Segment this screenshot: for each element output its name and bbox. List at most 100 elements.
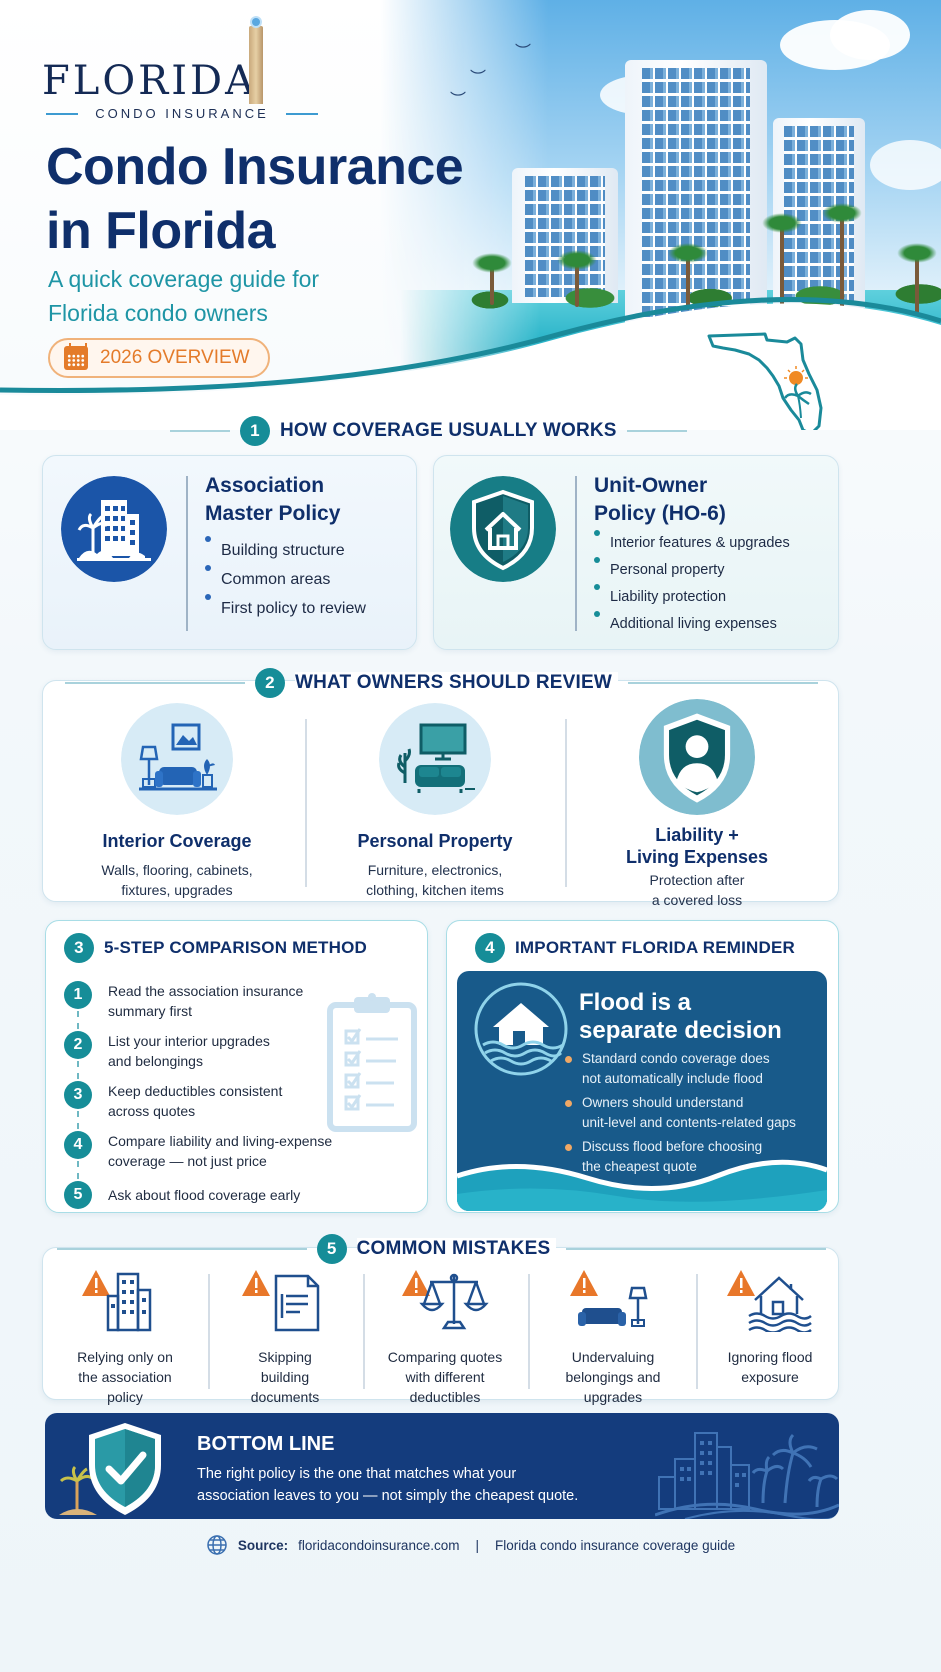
palm-tree-icon	[897, 243, 937, 315]
bullet-line-1: Standard condo coverage does	[582, 1051, 770, 1066]
card-divider	[186, 476, 188, 631]
header-rule	[56, 1248, 307, 1250]
palm-tree-icon	[762, 213, 802, 315]
source-link[interactable]: floridacondoinsurance.com	[298, 1537, 460, 1553]
header-rule	[64, 682, 245, 684]
logo-tagline: CONDO INSURANCE	[42, 106, 322, 121]
hero-banner: ︶ ︶ ︶ FLORIDA CONDO INSURANCE Condo Insu…	[0, 0, 941, 430]
condo-building-icon	[61, 476, 167, 582]
warning-document-icon	[242, 1270, 320, 1332]
bottom-line-text: The right policy is the one that matches…	[197, 1463, 637, 1507]
card-title-line-2: Policy (HO-6)	[594, 502, 726, 525]
bottom-line-title: BOTTOM LINE	[197, 1433, 335, 1455]
section-title: 5-STEP COMPARISON METHOD	[104, 938, 367, 957]
section-2-header: 2 WHAT OWNERS SHOULD REVIEW	[43, 668, 840, 698]
brand-logo[interactable]: FLORIDA CONDO INSURANCE	[42, 14, 322, 121]
flood-callout: Flood is a separate decision Standard co…	[457, 971, 827, 1211]
card-divider	[575, 476, 577, 631]
column-divider	[696, 1274, 698, 1389]
globe-icon	[207, 1535, 227, 1555]
bullet-item: Liability protection	[592, 584, 790, 611]
review-item-title: Liability + Living Expenses	[567, 824, 827, 868]
step-line-1: Keep deductibles consistent	[108, 1083, 283, 1099]
review-item-liability: Liability + Living Expenses Protection a…	[567, 699, 827, 910]
subtitle-line-1: A quick coverage guide for	[48, 266, 320, 292]
association-master-policy-card: Association Master Policy Building struc…	[42, 455, 417, 650]
badge-label: 2026 OVERVIEW	[100, 347, 250, 368]
line: Comparing quotes	[387, 1349, 503, 1365]
florida-reminder-card: 4 IMPORTANT FLORIDA REMINDER Flood is a …	[446, 920, 839, 1213]
section-title: HOW COVERAGE USUALLY WORKS	[280, 420, 617, 441]
step-connector	[77, 1011, 79, 1029]
line: documents	[250, 1389, 320, 1405]
bullet-line-2: unit-level and contents-related gaps	[582, 1115, 796, 1130]
bottom-line-banner: BOTTOM LINE The right policy is the one …	[45, 1413, 839, 1519]
comparison-method-card: 3 5-STEP COMPARISON METHOD 1 Read the as…	[45, 920, 428, 1213]
card-title: Association Master Policy	[205, 472, 340, 528]
review-item-desc: Protection after a covered loss	[567, 870, 827, 910]
section-number-badge: 2	[254, 668, 285, 698]
unit-owner-policy-card: Unit-Owner Policy (HO-6) Interior featur…	[433, 455, 839, 650]
column-divider	[565, 719, 567, 887]
desc-line-2: fixtures, upgrades	[121, 882, 233, 898]
palm-tree-icon	[668, 243, 708, 310]
step-line-1: List your interior upgrades	[108, 1033, 270, 1049]
bird-icon: ︶	[470, 70, 487, 87]
header-rule	[626, 430, 687, 432]
step-number: 3	[64, 1081, 92, 1109]
review-item-personal-property: Personal Property Furniture, electronics…	[305, 703, 565, 900]
section-number-badge: 4	[475, 933, 505, 963]
calendar-icon	[64, 343, 88, 370]
header-rule	[566, 1248, 827, 1250]
section-title: IMPORTANT FLORIDA REMINDER	[515, 938, 796, 957]
step-line-2: coverage — not just price	[108, 1153, 267, 1169]
water-wave-decoration	[457, 1159, 827, 1211]
owners-review-card: 2 WHAT OWNERS SHOULD REVIEW Interior Cov…	[42, 668, 839, 908]
bullet-item: Common areas	[203, 565, 366, 594]
desc-line-1: Walls, flooring, cabinets,	[101, 862, 253, 878]
card-title: Unit-Owner Policy (HO-6)	[594, 472, 726, 528]
section-4-header: 4 IMPORTANT FLORIDA REMINDER	[475, 933, 795, 963]
section-5-header: 5 COMMON MISTAKES	[43, 1234, 840, 1264]
step-item: 3 Keep deductibles consistent across quot…	[64, 1081, 358, 1129]
page-title: Condo Insurance in Florida	[46, 135, 566, 263]
line: exposure	[741, 1369, 799, 1385]
logo-wordmark: FLORIDA	[42, 58, 257, 104]
desc-line-2: a covered loss	[651, 892, 743, 908]
line: Undervaluing	[571, 1349, 655, 1365]
header-rule	[170, 430, 230, 432]
bullet-line-2: the cheapest quote	[582, 1159, 697, 1174]
review-item-title: Personal Property	[357, 831, 513, 851]
clipboard-checklist-icon	[327, 993, 417, 1132]
palm-tree-icon	[472, 253, 512, 305]
shield-person-icon	[639, 699, 755, 815]
step-line-1: Compare liability and living-expense	[108, 1133, 333, 1149]
bird-icon: ︶	[515, 44, 532, 61]
city-skyline-icon	[655, 1432, 839, 1519]
step-text: Ask about flood coverage early	[108, 1187, 301, 1203]
warning-building-icon	[82, 1270, 152, 1332]
bullet-item: Building structure	[203, 536, 366, 565]
step-connector	[77, 1161, 79, 1179]
step-number: 1	[64, 981, 92, 1009]
header-rule	[628, 682, 819, 684]
column-divider	[305, 719, 307, 887]
card-title-line-1: Association	[205, 474, 325, 497]
line: Skipping	[258, 1349, 312, 1365]
warning-scale-icon	[402, 1270, 489, 1330]
step-line-2: across quotes	[108, 1103, 196, 1119]
step-line-1: Read the association insurance	[108, 983, 304, 999]
